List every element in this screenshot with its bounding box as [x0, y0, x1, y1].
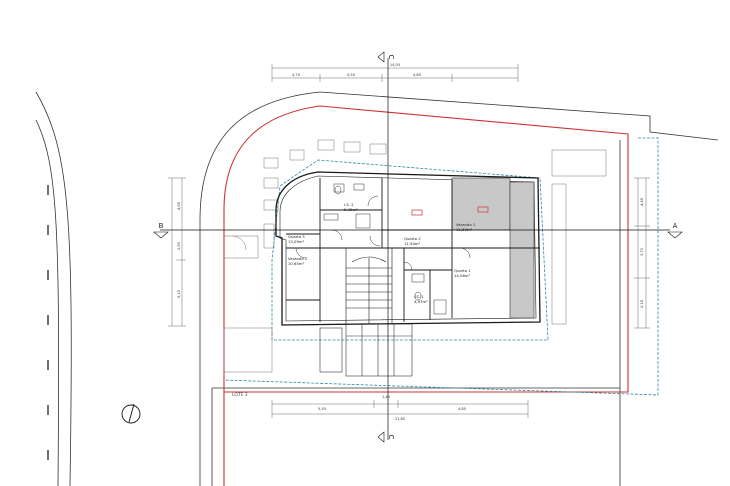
section-lines — [160, 58, 670, 440]
room-name: Quarto 2 — [404, 236, 421, 241]
room-name: I.S. 2 — [344, 202, 354, 207]
landscape-blocks — [263, 139, 607, 325]
section-marker-b: B — [153, 222, 169, 239]
dimensions-bottom — [271, 400, 529, 418]
dim-bottom-2: 1,45 — [382, 395, 390, 399]
svg-text:B: B — [159, 222, 164, 230]
dim-bottom-1: 5,55 — [318, 407, 326, 411]
dim-right-1: 4,45 — [640, 198, 644, 206]
dimensions-left — [168, 177, 186, 327]
stair-core — [345, 247, 393, 325]
entrance-steps — [319, 323, 413, 377]
setback-line — [271, 159, 549, 341]
interior-walls — [286, 178, 540, 322]
building-walls — [275, 171, 541, 326]
dimensions-right — [634, 177, 650, 329]
room-name: Quarto 1 — [454, 268, 471, 273]
garden-left — [223, 235, 273, 373]
setback-line-right — [223, 137, 659, 396]
bathroom-fixtures — [323, 183, 447, 315]
room-area: 14,06m² — [454, 273, 471, 278]
dim-left-3: 5,10 — [177, 289, 181, 298]
room-name: Varanda 1 — [456, 222, 476, 227]
dim-left-2: 2,50 — [177, 241, 181, 250]
dim-left-1: 4,60 — [177, 201, 181, 210]
room-area: 11,60m² — [456, 227, 473, 232]
svg-text:C: C — [387, 55, 395, 60]
dim-right-2: 3,70 — [640, 247, 644, 256]
balcony-hatch — [451, 177, 535, 319]
room-name: I.S. 1 — [414, 294, 424, 299]
section-marker-a: A — [667, 222, 683, 239]
lot-outlines — [199, 91, 719, 486]
dim-top-total: 14,05 — [390, 63, 400, 67]
dim-right-3: 2,15 — [640, 300, 644, 308]
room-area: 4,97m² — [414, 299, 428, 304]
section-marker-c-bottom: C — [377, 431, 395, 443]
door-swings — [295, 195, 471, 271]
street-curbs — [35, 91, 72, 486]
north-arrow-icon — [121, 403, 141, 424]
dim-top-2: 4,50 — [347, 73, 356, 77]
room-area: 5,05m² — [344, 207, 358, 212]
section-marker-c-top: C — [377, 51, 395, 63]
room-area: 11,94m² — [404, 241, 421, 246]
room-area: 13,09m² — [288, 239, 305, 244]
room-labels: Quarto 3 13,09m² Quarto 2 11,94m² Quarto… — [288, 202, 476, 304]
dim-top-3: 4,85 — [413, 73, 421, 77]
svg-text:A: A — [673, 222, 678, 230]
dim-top-1: 4,70 — [292, 73, 301, 77]
svg-text:C: C — [387, 435, 395, 440]
dimensions-top — [271, 64, 519, 82]
dim-bottom-total: 11,85 — [395, 417, 405, 421]
room-name: Varanda 2 — [288, 256, 308, 261]
opening-marks — [411, 206, 489, 216]
room-name: Quarto 3 — [288, 234, 305, 239]
lot-label: LOTE 2 — [232, 392, 248, 398]
dim-bottom-3: 4,85 — [458, 407, 466, 411]
room-area: 10,65m² — [288, 261, 305, 266]
property-boundary — [223, 105, 629, 486]
